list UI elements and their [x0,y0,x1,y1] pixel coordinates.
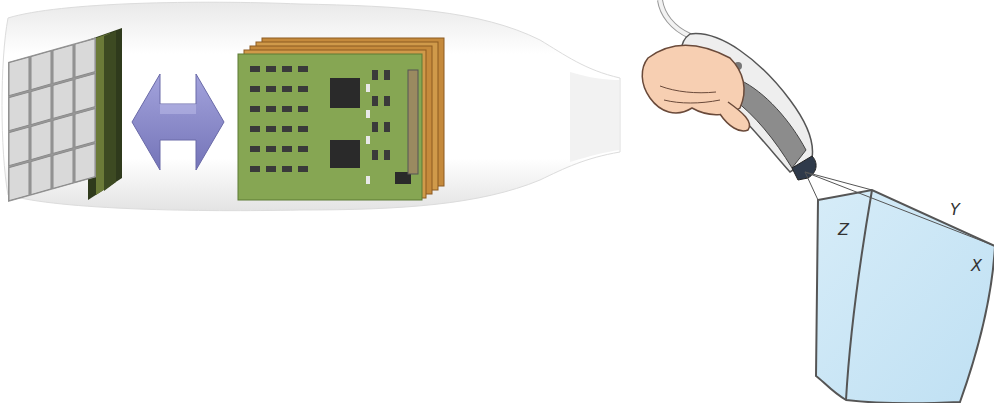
axis-label: Z [838,222,849,238]
hand-with-probe [642,0,816,180]
axis-label: X [971,258,982,274]
pcb-stack [238,38,444,200]
double-arrow [132,74,224,170]
matrix-array [8,28,122,202]
imaging-volume [805,172,994,403]
axis-label: Y [950,202,960,218]
probe-housing [2,2,620,210]
